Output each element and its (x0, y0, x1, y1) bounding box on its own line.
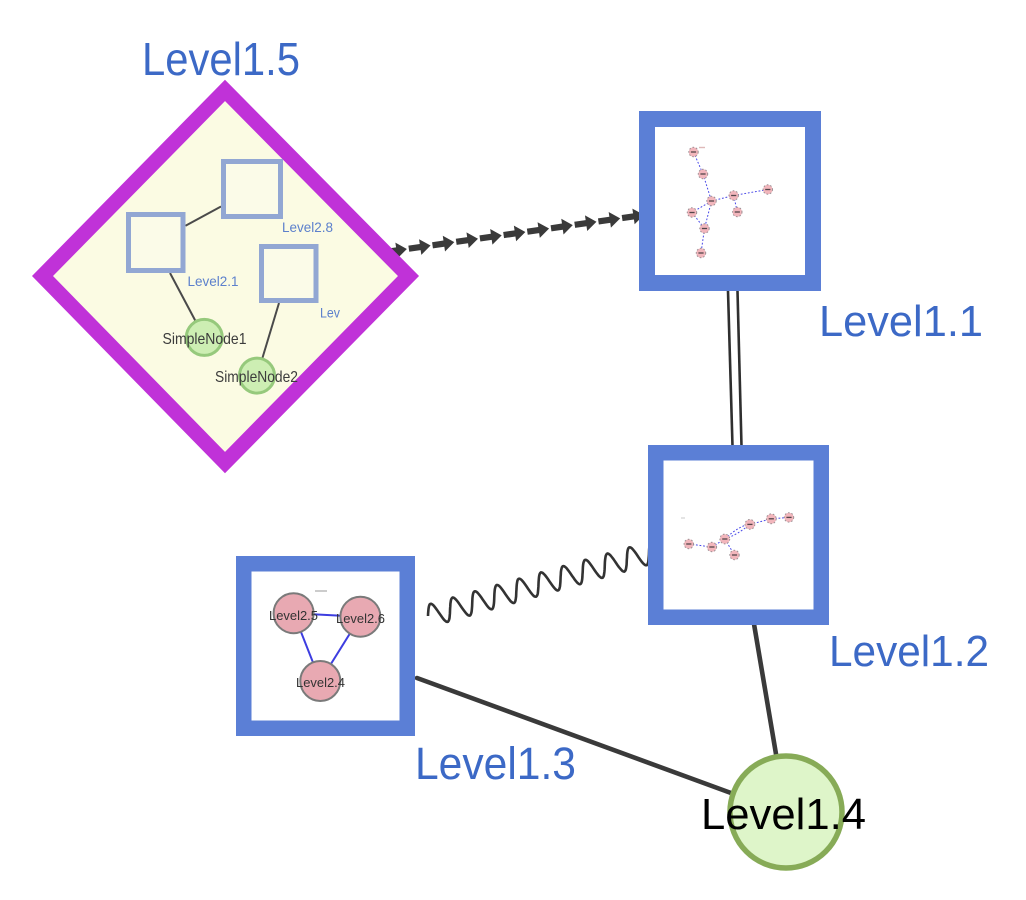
svg-text:Level1.3: Level1.3 (415, 738, 576, 789)
svg-text:SimpleNode2: SimpleNode2 (215, 369, 298, 386)
svg-text:Level2.8: Level2.8 (282, 220, 333, 235)
svg-text:Lev: Lev (320, 306, 340, 321)
svg-text:Level2.1: Level2.1 (188, 274, 239, 289)
svg-text:Level1.2: Level1.2 (829, 627, 989, 676)
svg-text:Level1.5: Level1.5 (142, 33, 300, 85)
svg-text:Level2.4: Level2.4 (296, 675, 345, 690)
svg-text:Level1.4: Level1.4 (701, 790, 866, 839)
svg-text:Level2.6: Level2.6 (336, 611, 385, 626)
svg-text:Level1.1: Level1.1 (819, 297, 983, 346)
svg-text:Level2.5: Level2.5 (269, 608, 318, 623)
svg-text:SimpleNode1: SimpleNode1 (163, 331, 247, 348)
